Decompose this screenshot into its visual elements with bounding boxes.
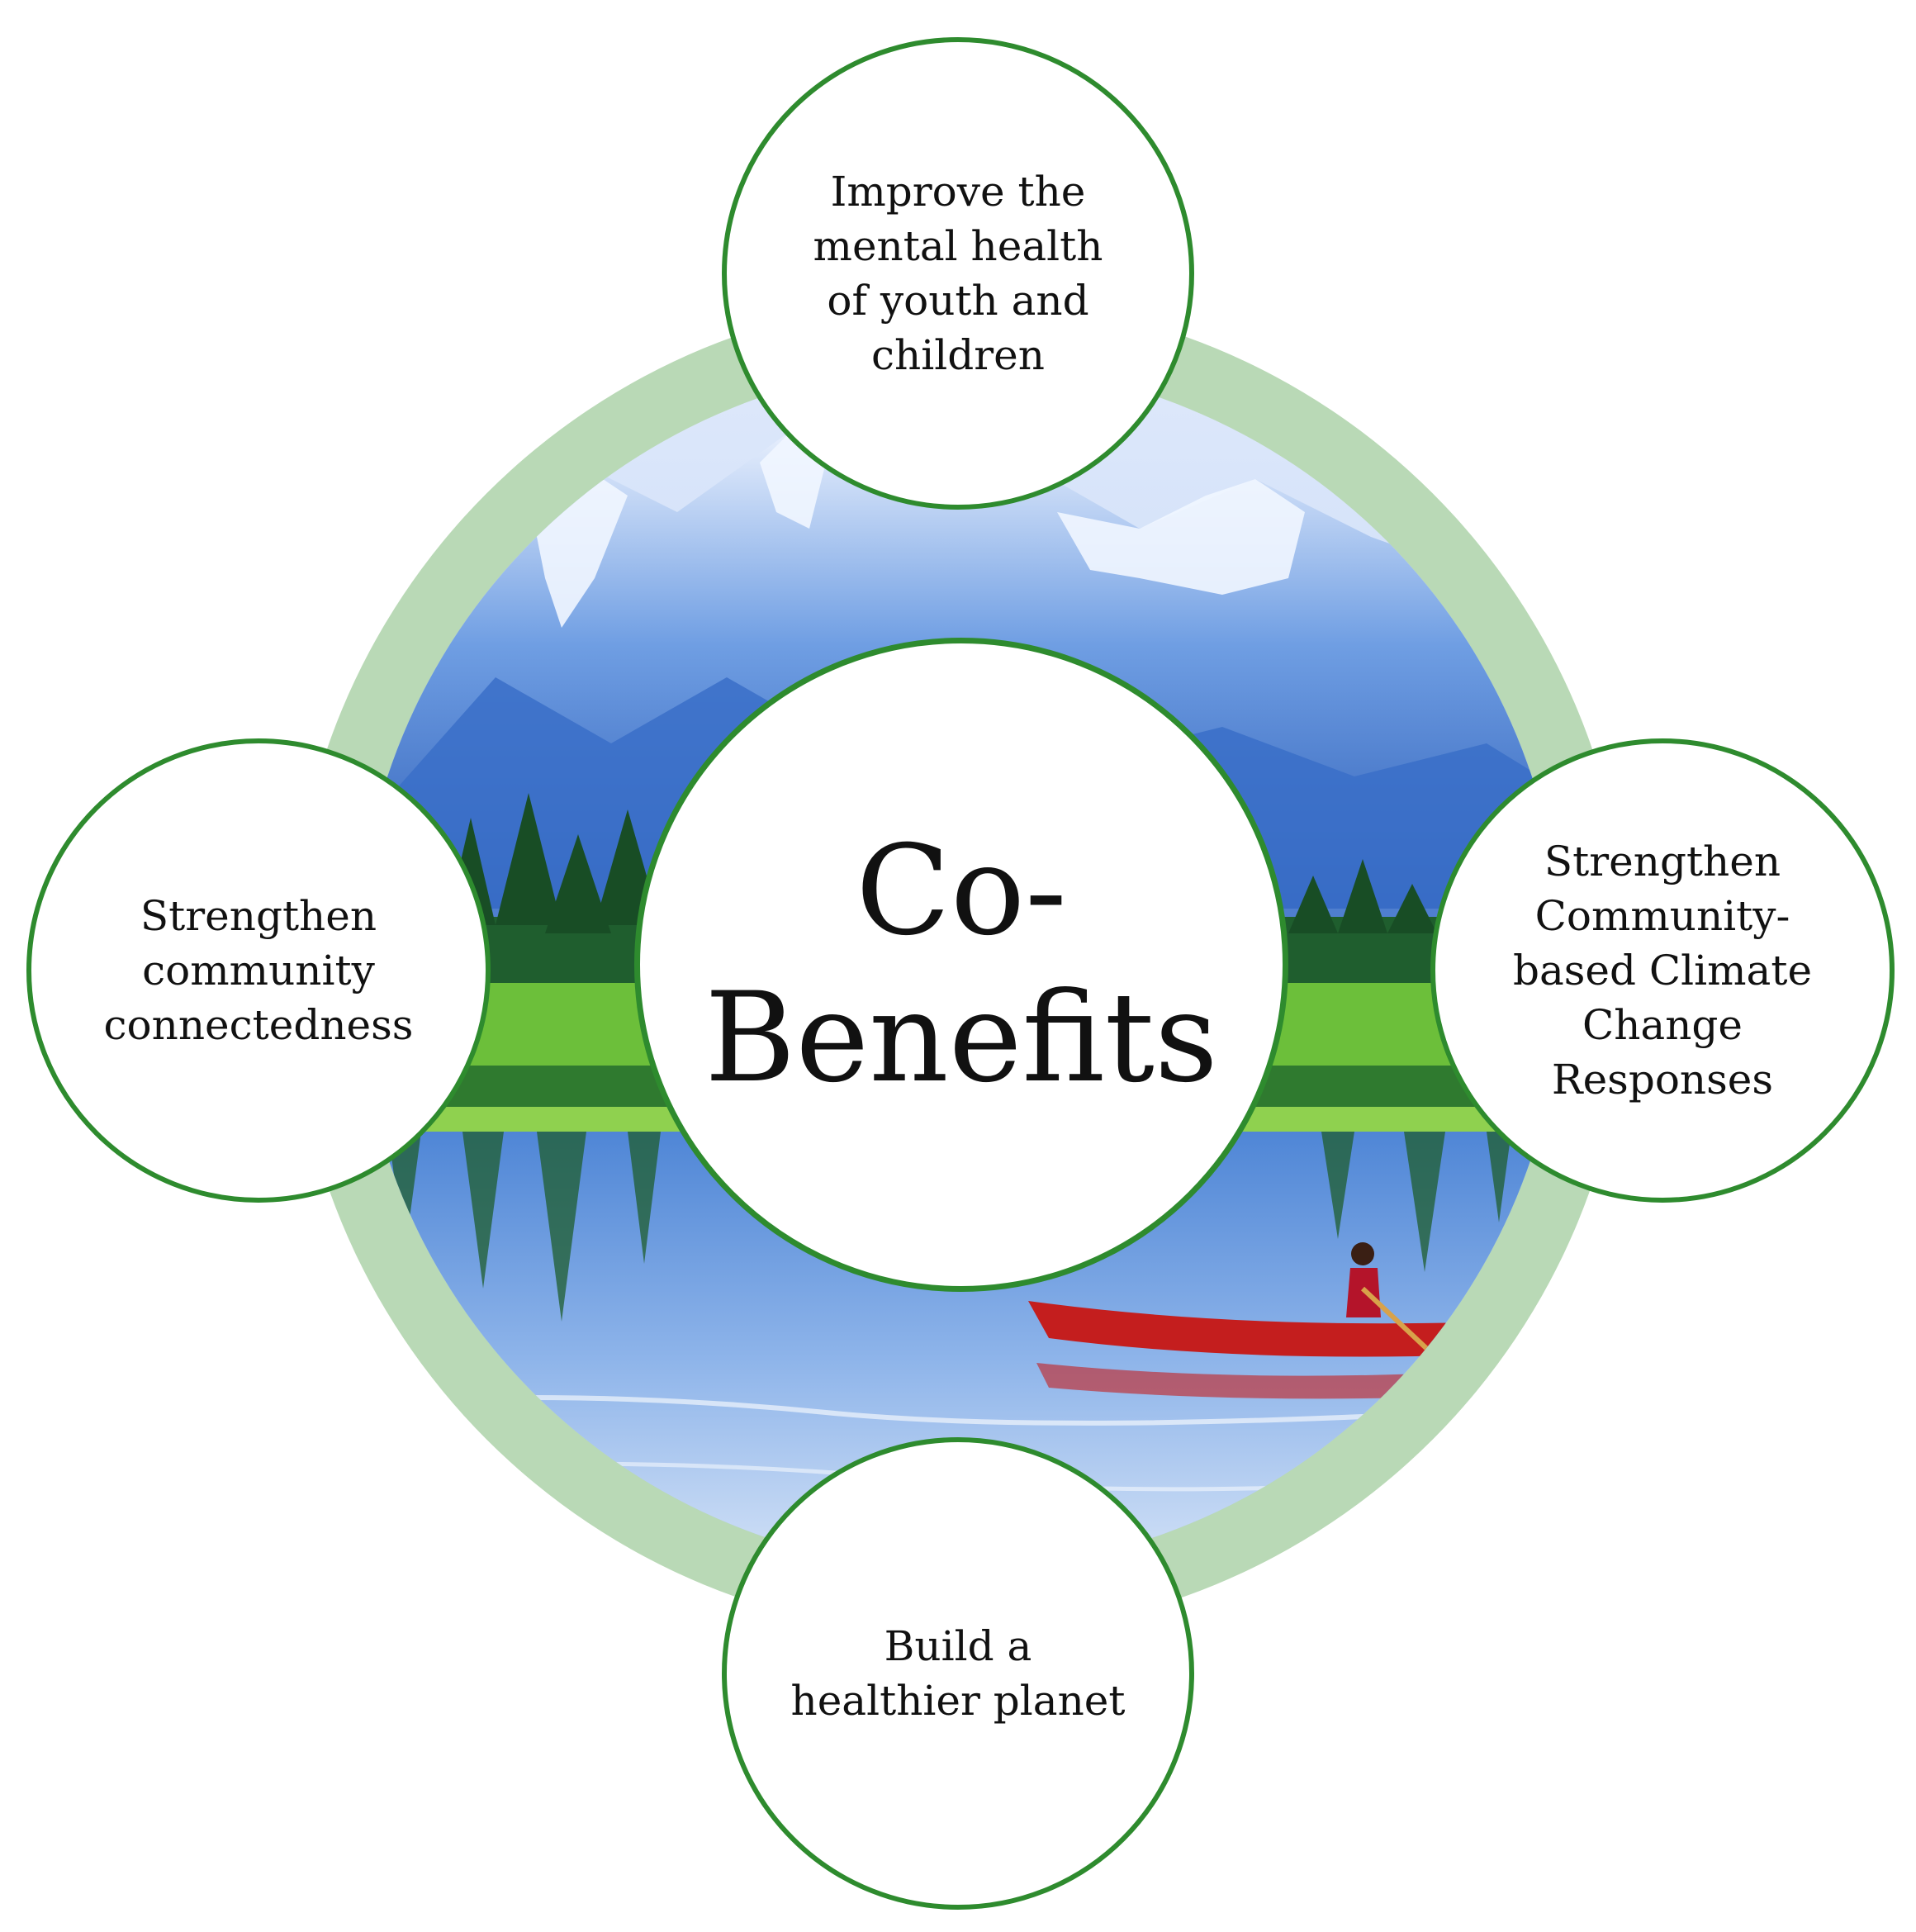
node-right-line-5: Responses [1551, 1056, 1774, 1104]
canoe-icon [1028, 1242, 1495, 1399]
center-title-line-1: Co- [856, 819, 1067, 963]
node-right-line-2: Community- [1534, 892, 1790, 940]
node-climate-change-responses: Strengthen Community- based Climate Chan… [1430, 738, 1895, 1203]
node-bottom-line-1: Build a [884, 1622, 1032, 1670]
node-top-line-4: children [871, 331, 1045, 379]
center-title-line-2: Benefits [704, 966, 1218, 1110]
node-top-line-2: mental health [813, 222, 1103, 270]
node-left-line-2: community [142, 947, 375, 994]
node-top-line-3: of youth and [827, 277, 1089, 325]
node-strengthen-community-connectedness: Strengthen community connectedness [26, 738, 491, 1203]
tree-line [446, 793, 1437, 933]
node-top-line-1: Improve the [830, 168, 1086, 216]
node-right-line-1: Strengthen [1544, 838, 1781, 885]
center-circle-co-benefits: Co- Benefits [634, 638, 1288, 1292]
node-bottom-line-2: healthier planet [790, 1677, 1126, 1725]
snow-caps [529, 430, 1305, 628]
node-right-line-4: Change [1582, 1001, 1743, 1049]
node-right-line-3: based Climate [1512, 947, 1813, 994]
node-improve-mental-health: Improve the mental health of youth and c… [722, 37, 1194, 510]
node-left-line-3: connectedness [103, 1001, 414, 1049]
node-build-healthier-planet: Build a healthier planet [722, 1437, 1194, 1910]
node-left-line-1: Strengthen [140, 892, 377, 940]
